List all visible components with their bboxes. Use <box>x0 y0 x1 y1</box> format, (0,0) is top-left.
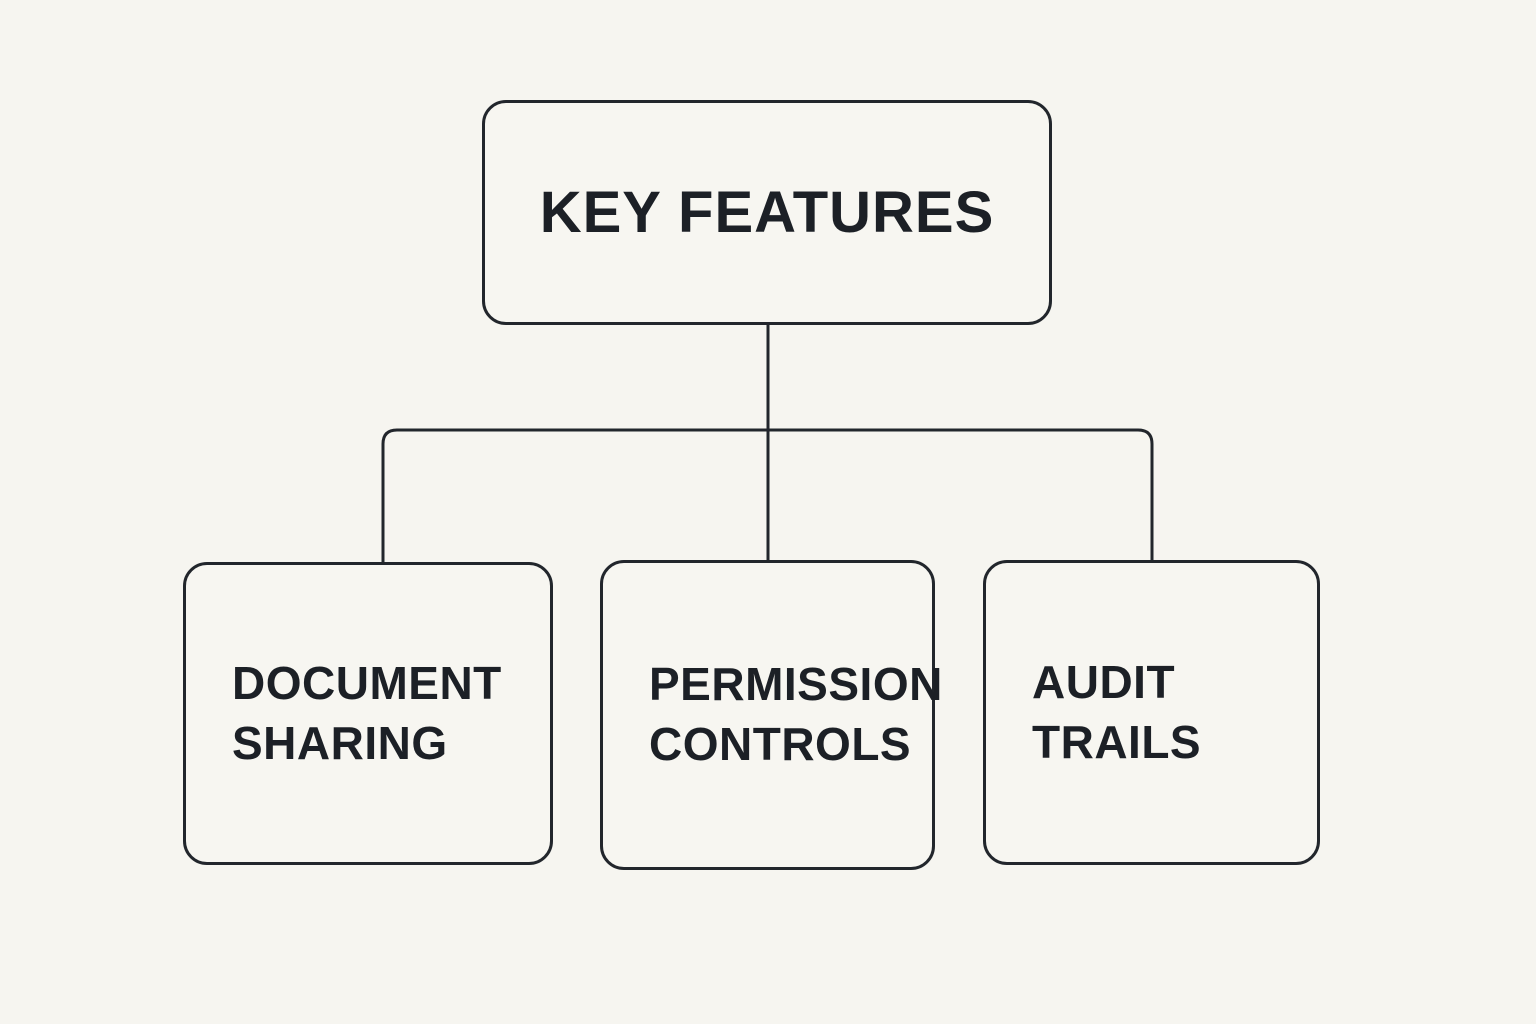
child-node-label: DOCUMENT SHARING <box>232 656 502 769</box>
root-node-key-features: KEY FEATURES <box>482 100 1052 325</box>
child-node-permission-controls: PERMISSION CONTROLS <box>600 560 942 870</box>
child-node-audit-trails: AUDIT TRAILS <box>983 560 1320 865</box>
child-node-document-sharing: DOCUMENT SHARING <box>183 562 553 865</box>
root-node-label: KEY FEATURES <box>539 180 995 245</box>
child-node-label: AUDIT TRAILS <box>1032 655 1202 768</box>
child-node-label: PERMISSION CONTROLS <box>649 658 943 770</box>
